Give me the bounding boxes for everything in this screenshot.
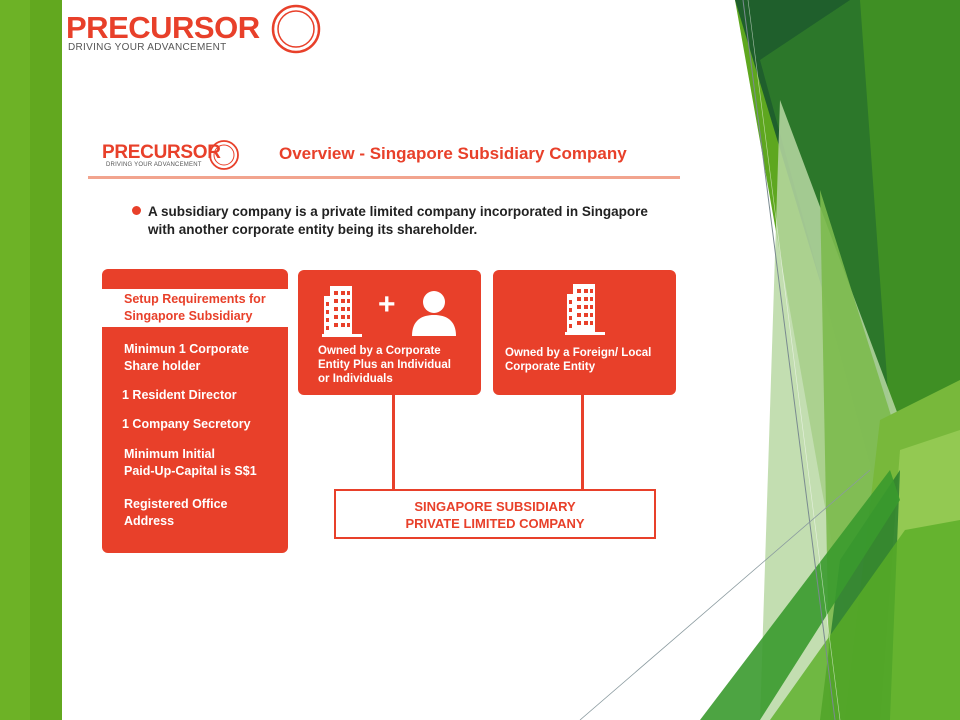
requirements-header-line-1: Setup Requirements for	[124, 292, 266, 306]
requirement-item: Registered Office Address	[124, 496, 228, 530]
top-logo: PRECURSOR DRIVING YOUR ADVANCEMENT	[64, 2, 324, 58]
requirement-line: Minimun 1 Corporate	[124, 342, 250, 356]
slide-title: Overview - Singapore Subsidiary Company	[279, 144, 627, 163]
ownership-line: Owned by a Foreign/ Local	[505, 347, 652, 359]
slide-logo-ring-icon	[209, 140, 239, 170]
ownership-line: Corporate Entity	[505, 361, 596, 373]
requirement-line: Address	[124, 514, 175, 528]
result-line-1: SINGAPORE SUBSIDIARY	[414, 499, 576, 514]
requirements-card: Setup Requirements for Singapore Subsidi…	[102, 269, 288, 553]
plus-icon: +	[378, 288, 396, 321]
ownership-line: Entity Plus an Individual	[318, 359, 451, 371]
connector-line	[581, 395, 584, 489]
requirements-header: Setup Requirements for Singapore Subsidi…	[102, 289, 288, 327]
ownership-text: Owned by a Foreign/ Local Corporate Enti…	[505, 346, 651, 374]
result-box: SINGAPORE SUBSIDIARY PRIVATE LIMITED COM…	[334, 489, 656, 539]
ownership-box-corporate-plus-individual: + Owned by a Corporate Entity Plus an In…	[298, 270, 481, 395]
ownership-line: or Individuals	[318, 373, 393, 385]
requirement-item: 1 Resident Director	[122, 387, 237, 404]
connector-line	[392, 395, 395, 489]
building-icon	[565, 284, 605, 335]
requirement-line: 1 Company Secretory	[122, 417, 251, 431]
bullet-line-1: A subsidiary company is a private limite…	[148, 204, 648, 219]
requirement-item: Minimum Initial Paid-Up-Capital is S$1	[124, 446, 257, 480]
top-logo-tagline: DRIVING YOUR ADVANCEMENT	[68, 42, 227, 53]
requirement-line: Paid-Up-Capital is S$1	[124, 464, 257, 478]
top-logo-word: PRECURSOR	[66, 10, 260, 45]
ownership-line: Owned by a Corporate	[318, 345, 441, 357]
slide-logo-tagline: DRIVING YOUR ADVANCEMENT	[106, 162, 202, 168]
requirement-line: Share holder	[124, 359, 201, 373]
bullet-line-2: with another corporate entity being its …	[148, 222, 478, 237]
bullet-icon	[132, 206, 141, 215]
requirements-header-line-2: Singapore Subsidiary	[124, 309, 253, 323]
result-line-2: PRIVATE LIMITED COMPANY	[405, 516, 585, 531]
title-divider	[88, 176, 680, 179]
bullet-text: A subsidiary company is a private limite…	[148, 203, 668, 239]
requirement-item: 1 Company Secretory	[122, 416, 251, 433]
requirement-line: Registered Office	[124, 497, 228, 511]
logo-ring-icon	[271, 4, 321, 54]
requirement-line: Minimum Initial	[124, 447, 215, 461]
building-icon	[322, 286, 362, 337]
ownership-text: Owned by a Corporate Entity Plus an Indi…	[318, 344, 451, 386]
slide-logo: PRECURSOR DRIVING YOUR ADVANCEMENT	[100, 138, 240, 174]
person-icon	[412, 291, 456, 336]
ownership-box-corporate-entity: Owned by a Foreign/ Local Corporate Enti…	[493, 270, 676, 395]
requirement-line: 1 Resident Director	[122, 388, 237, 402]
slide-logo-word: PRECURSOR	[102, 142, 221, 163]
requirement-item: Minimun 1 Corporate Share holder	[124, 341, 249, 375]
